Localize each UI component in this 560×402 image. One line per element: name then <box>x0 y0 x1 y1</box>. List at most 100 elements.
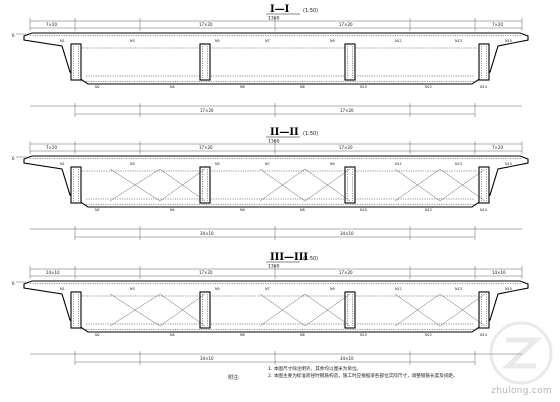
rebar-label: N5 <box>215 39 220 43</box>
rebar-label: N9 <box>330 39 335 43</box>
segment-label: 7×20 <box>492 22 503 27</box>
notes-block: 附注: 1. 本图尺寸除注明外，其余均以厘米为单位。 2. 本图主要为标准跨径时… <box>228 366 558 381</box>
diagonal-rebar <box>394 168 441 202</box>
note-item-2: 2. 本图主要为标准跨径时钢筋构造，施工时应根据梁各部位实际尺寸，调整钢筋长度及… <box>268 374 458 379</box>
rebar-label: N7 <box>265 39 270 43</box>
rebar-label: N9 <box>330 162 335 166</box>
girder-outline <box>23 32 529 85</box>
rebar-label: N1 <box>60 287 65 291</box>
rebar-label: N10 <box>360 208 367 212</box>
rebar-label: N3 <box>130 162 135 166</box>
note-item-1: 1. 本图尺寸除注明外，其余均以厘米为单位。 <box>268 367 362 372</box>
rebar-label: N13 <box>455 39 462 43</box>
diagonal-rebar <box>304 168 351 202</box>
rebar-label: N4 <box>170 208 175 212</box>
rebar-label: N11 <box>395 162 402 166</box>
rebar-label: N15 <box>505 162 512 166</box>
bottom-segment-label: 17×20 <box>340 108 354 113</box>
left-marker: 6 <box>12 281 15 286</box>
rebar-label: N7 <box>265 162 270 166</box>
left-marker: 6 <box>12 33 15 38</box>
rebar-label: N12 <box>425 208 432 212</box>
web-wall <box>344 291 356 329</box>
rebar-label: N14 <box>480 85 487 89</box>
diagonal-rebar <box>259 293 306 327</box>
rebar-label: N12 <box>425 85 432 89</box>
rebar-label: N4 <box>170 333 175 337</box>
diagonal-rebar <box>304 293 351 327</box>
rebar-label: N8 <box>300 208 305 212</box>
rebar-label: N10 <box>360 85 367 89</box>
rebar-label: N9 <box>330 287 335 291</box>
rebar-label: N6 <box>240 208 245 212</box>
section-title: I—I <box>270 4 290 15</box>
section-title: III—III <box>270 252 308 263</box>
section-scale: (1:50) <box>303 131 318 137</box>
diagonal-rebar <box>159 293 206 327</box>
diagonal-rebar <box>159 168 206 202</box>
rebar-label: N11 <box>395 287 402 291</box>
rebar-label: N7 <box>265 287 270 291</box>
diagonal-rebar <box>109 293 161 327</box>
rebar-label: N12 <box>425 333 432 337</box>
segment-label: 17×20 <box>339 22 353 27</box>
segment-label: 17×20 <box>199 145 213 150</box>
bottom-segment-label: 34×10 <box>340 231 354 236</box>
web-wall <box>199 291 211 329</box>
web-wall <box>478 166 490 204</box>
rebar-label: N5 <box>215 162 220 166</box>
web-wall <box>70 291 82 329</box>
rebar-label: N4 <box>170 85 175 89</box>
rebar-label: N3 <box>130 287 135 291</box>
diagonal-rebar <box>394 293 441 327</box>
rebar-label: N13 <box>455 287 462 291</box>
rebar-label: N5 <box>215 287 220 291</box>
rebar-label: N8 <box>300 85 305 89</box>
total-dimension: 1360 <box>268 16 280 22</box>
web-wall <box>478 291 490 329</box>
diagonal-rebar <box>109 168 161 202</box>
section-scale: (1:50) <box>303 8 318 14</box>
rebar-label: N2 <box>95 208 100 212</box>
total-dimension: 1360 <box>268 139 280 145</box>
rebar-label: N8 <box>300 333 305 337</box>
rebar-label: N2 <box>95 333 100 337</box>
rebar-label: N1 <box>60 39 65 43</box>
diagonal-rebar <box>439 168 486 202</box>
diagonal-rebar <box>259 168 306 202</box>
web-wall <box>199 43 211 81</box>
segment-label: 17×20 <box>199 270 213 275</box>
rebar-label: N10 <box>360 333 367 337</box>
section-title: II—II <box>270 127 299 138</box>
rebar-label: N14 <box>480 208 487 212</box>
bottom-segment-label: 17×20 <box>200 108 214 113</box>
rebar-label: N6 <box>240 333 245 337</box>
web-wall <box>344 43 356 81</box>
segment-label: 17×20 <box>339 270 353 275</box>
segment-label: 14×10 <box>492 270 506 275</box>
girder-outline <box>23 155 529 208</box>
segment-label: 17×20 <box>199 22 213 27</box>
segment-label: 7×20 <box>46 145 57 150</box>
web-wall <box>70 166 82 204</box>
watermark-text: zhulong.com <box>491 386 552 396</box>
web-wall <box>478 43 490 81</box>
segment-label: 17×20 <box>339 145 353 150</box>
section-scale: (1:50) <box>303 256 318 262</box>
rebar-label: N2 <box>95 85 100 89</box>
segment-label: 14×10 <box>46 270 60 275</box>
bottom-segment-label: 34×10 <box>200 231 214 236</box>
rebar-label: N1 <box>60 162 65 166</box>
web-wall <box>199 166 211 204</box>
watermark-logo-icon <box>489 321 553 385</box>
segment-label: 7×20 <box>46 22 57 27</box>
left-marker: 6 <box>12 156 15 161</box>
web-wall <box>70 43 82 81</box>
notes-heading: 附注: <box>228 375 240 381</box>
diagonal-rebar <box>439 293 486 327</box>
rebar-label: N13 <box>455 162 462 166</box>
